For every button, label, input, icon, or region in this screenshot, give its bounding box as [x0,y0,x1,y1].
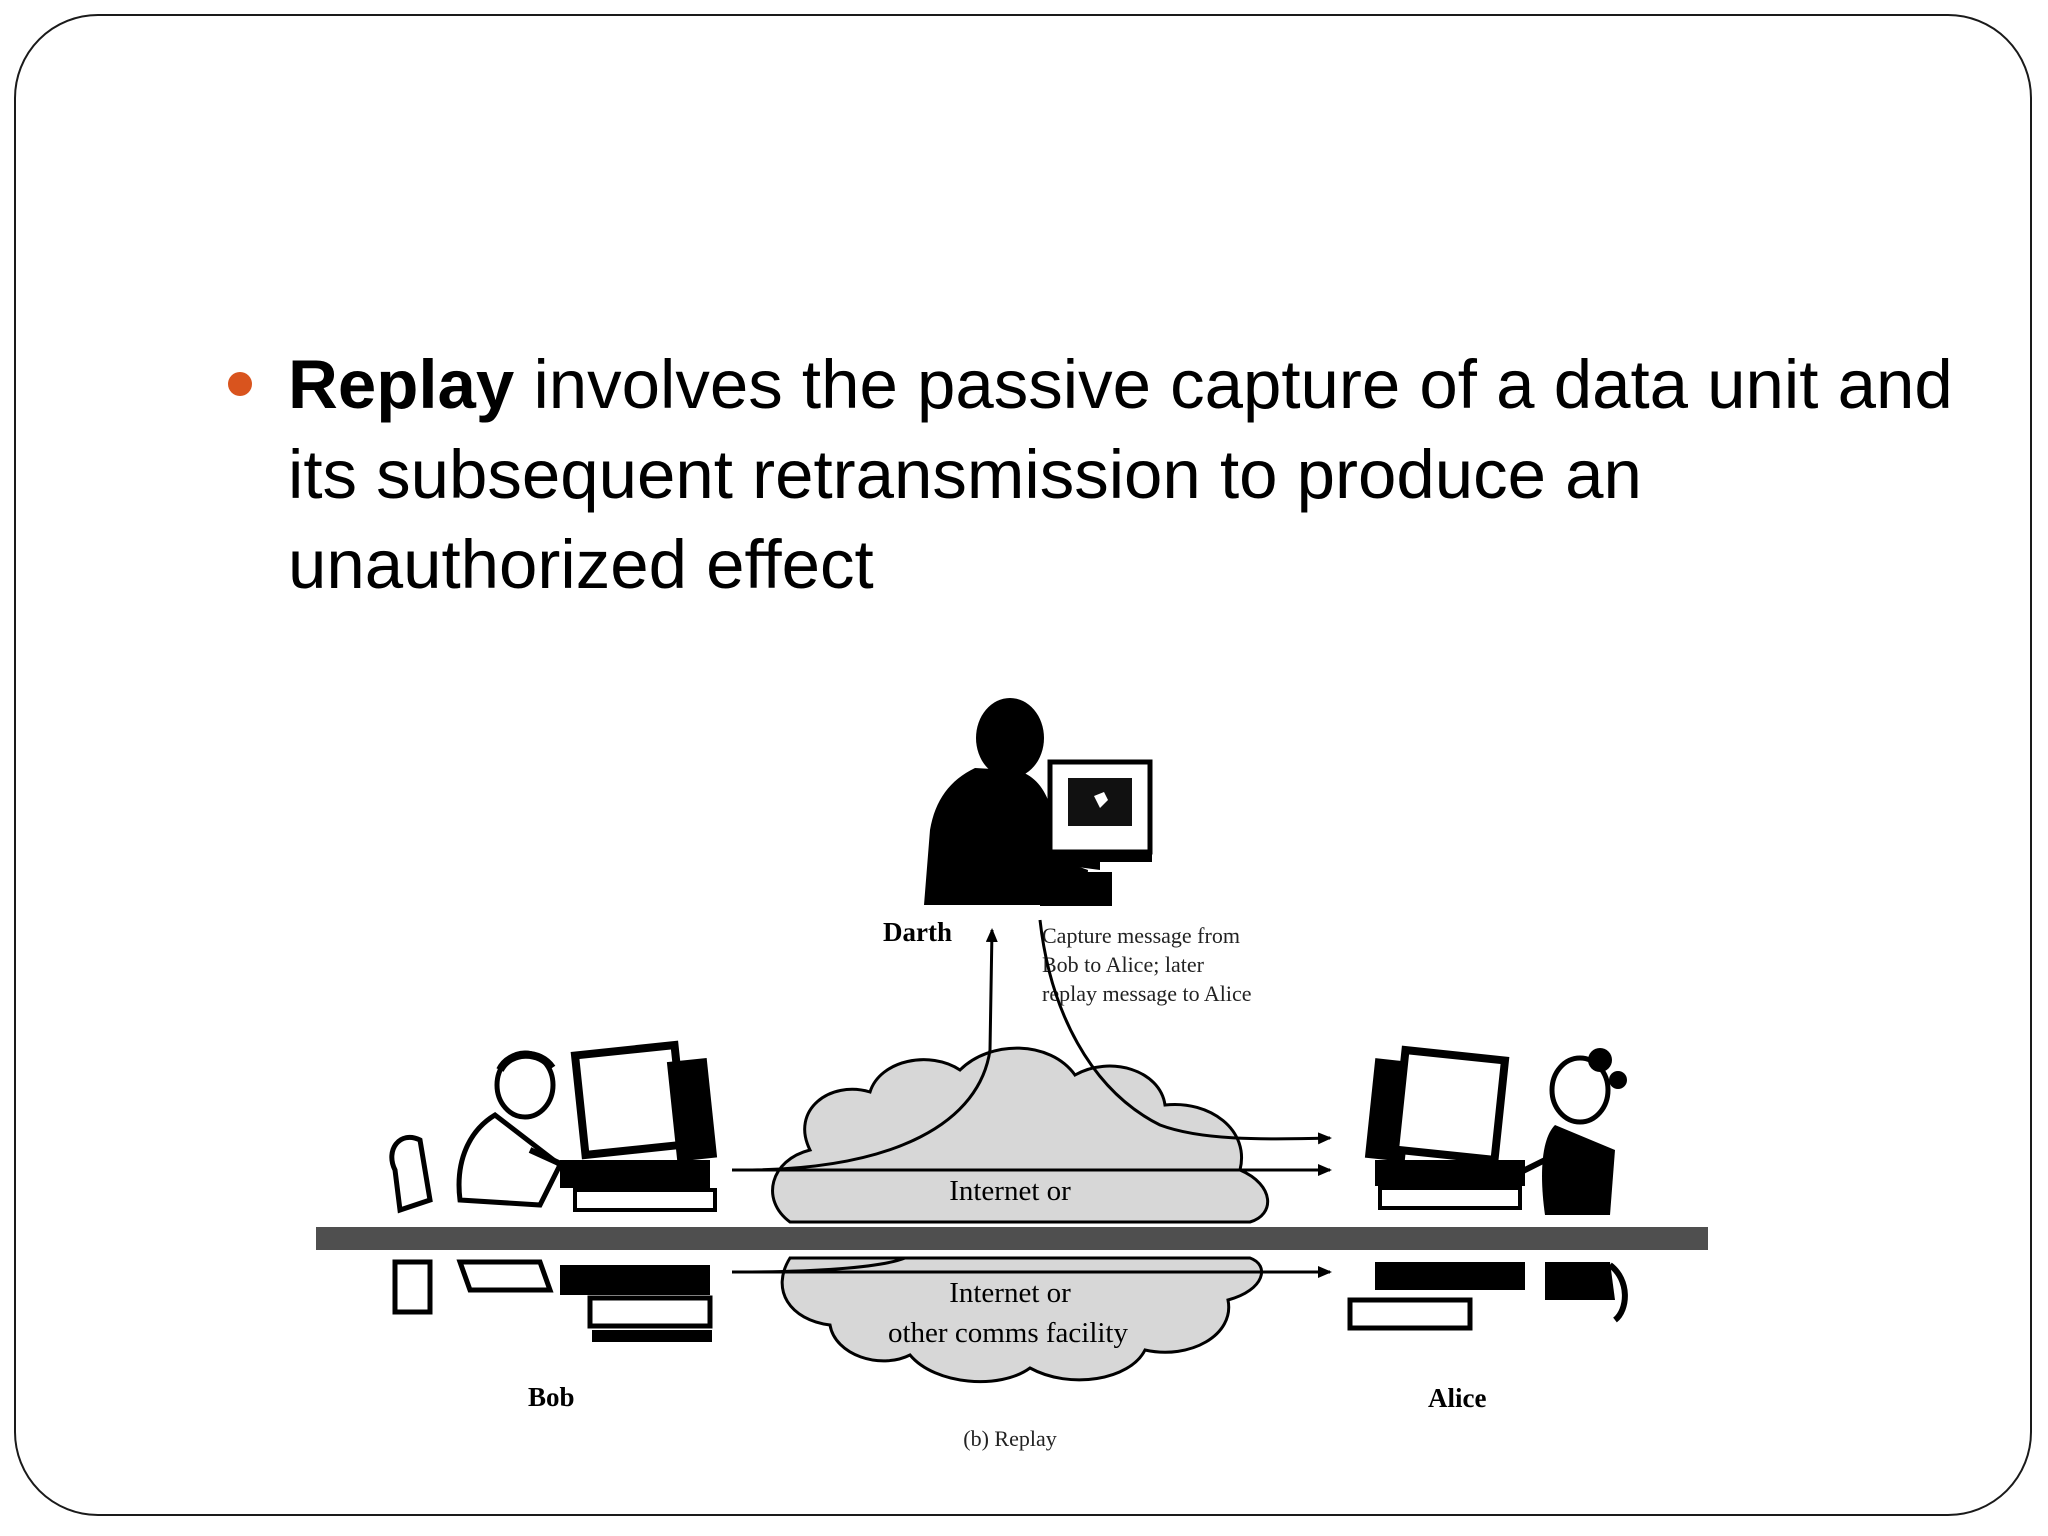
bullet-text: Replay involves the passive capture of a… [288,340,1968,610]
bob-figure-lower [392,1259,713,1342]
alice-figure-icon [1364,1045,1627,1215]
bob-to-darth-capture-arrow [731,928,998,1172]
bullet-term: Replay [288,346,515,423]
cloud-upper-label: Internet or [949,1175,1071,1207]
capture-note-line-2: Bob to Alice; later [1042,952,1205,977]
bob-figure-icon [389,1040,718,1214]
lower-capture-stub [739,1256,906,1274]
network-cloud-lower [780,1256,1264,1384]
alice-figure-lower [1347,1262,1628,1331]
alice-label: Alice [1428,1383,1486,1413]
capture-note-line-3: replay message to Alice [1042,981,1252,1006]
bob-label: Bob [528,1382,575,1412]
figure-caption: (b) Replay [963,1426,1056,1451]
bullet-description: involves the passive capture of a data u… [288,346,1953,603]
network-cloud-icon [771,1046,1269,1224]
capture-note: Capture message from Bob to Alice; later… [1042,923,1252,1006]
capture-note-line-1: Capture message from [1042,923,1240,948]
message-paths [731,919,1332,1278]
cloud-lower-label-2: other comms facility [888,1317,1128,1349]
darth-figure-icon [924,698,1153,906]
separator-bar [316,1226,1708,1250]
darth-replay-arrow [1038,919,1332,1145]
darth-label: Darth [883,917,952,947]
bullet-dot-icon [228,372,252,396]
cloud-lower-label-1: Internet or [949,1277,1071,1309]
